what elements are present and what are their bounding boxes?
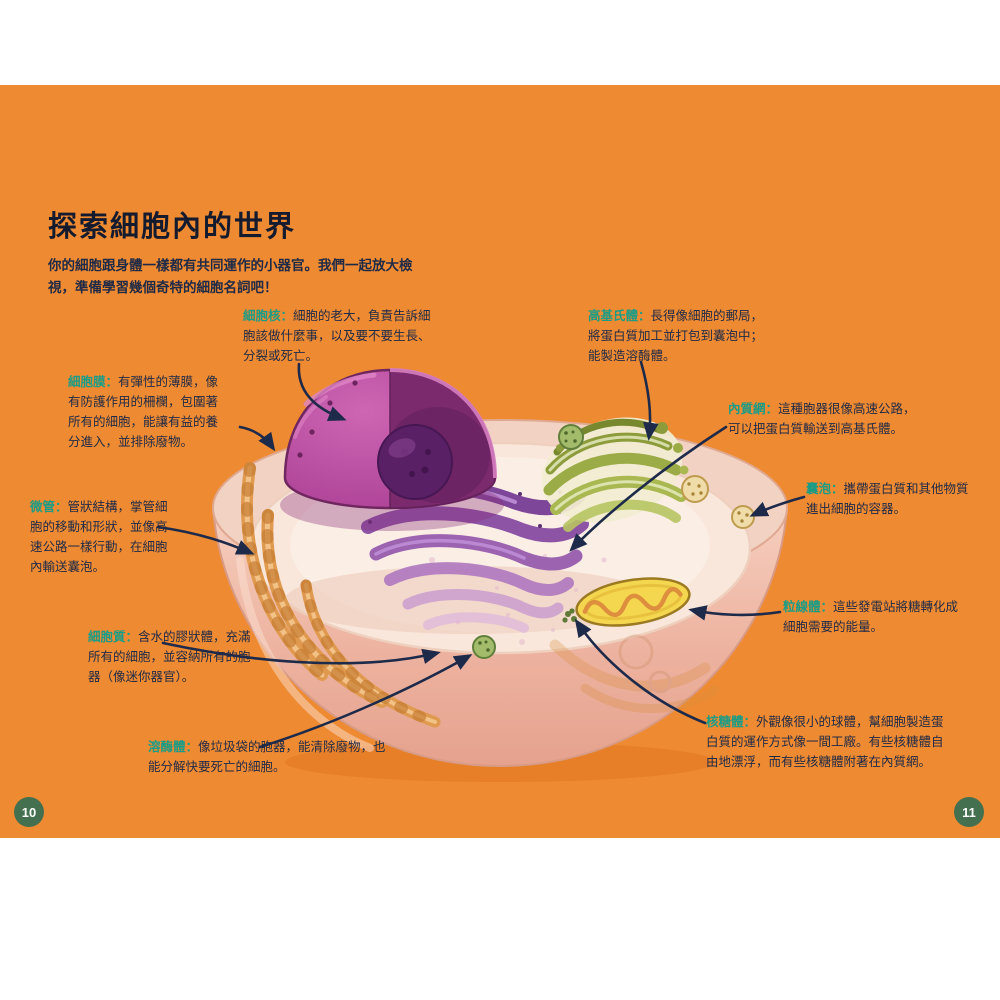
colon: ：	[125, 630, 139, 644]
label-mitochondria: 粒線體：這些發電站將糖轉化成細胞需要的能量。	[783, 597, 965, 637]
label-nucleus: 細胞核：細胞的老大，負責告訴細胞該做什麼事，以及要不要生長、分裂或死亡。	[243, 306, 435, 366]
page-intro: 你的細胞跟身體一樣都有共同運作的小器官。我們一起放大檢視，準備學習幾個奇特的細胞…	[48, 258, 413, 295]
page-number-left: 10	[14, 797, 44, 827]
colon: ：	[831, 482, 844, 496]
label-endoplasmic-reticulum: 內質網：這種胞器很像高速公路，可以把蛋白質輸送到高基氏體。	[728, 399, 924, 439]
organelle-description: 外觀像很小的球體，幫細胞製造蛋白質的運作方式像一間工廠。有些核糖體自由地漂浮，而…	[706, 715, 944, 769]
label-vesicle: 囊泡：攜帶蛋白質和其他物質進出細胞的容器。	[806, 479, 974, 519]
organelle-description: 攜帶蛋白質和其他物質進出細胞的容器。	[806, 482, 969, 516]
colon: ：	[185, 740, 199, 754]
organelle-name: 內質網	[728, 402, 766, 416]
organelle-name: 細胞核	[243, 309, 281, 323]
colon: ：	[638, 309, 651, 323]
organelle-description: 長得像細胞的郵局，將蛋白質加工並打包到囊泡中；能製造溶酶體。	[588, 309, 764, 363]
organelle-description: 細胞的老大，負責告訴細胞該做什麼事，以及要不要生長、分裂或死亡。	[243, 309, 431, 363]
organelle-description: 含水的膠狀體，充滿所有的細胞，並容納所有的胞器（像迷你器官）。	[88, 630, 251, 684]
colon: ：	[280, 309, 294, 323]
organelle-name: 細胞質	[88, 630, 126, 644]
organelle-description: 管狀結構，掌管細胞的移動和形狀，並像高速公路一樣行動，在細胞內輸送囊泡。	[30, 500, 168, 574]
organelle-name: 高基氏體	[588, 309, 639, 323]
organelle-name: 核糖體	[706, 715, 744, 729]
organelle-name: 微管	[30, 500, 56, 514]
colon: ：	[743, 715, 757, 729]
page-title: 探索細胞內的世界	[48, 211, 297, 243]
label-cell-membrane: 細胞膜：有彈性的薄膜，像有防護作用的柵欄，包圍著所有的細胞，能讓有益的養分進入，…	[68, 372, 226, 452]
label-microtubule: 微管：管狀結構，掌管細胞的移動和形狀，並像高速公路一樣行動，在細胞內輸送囊泡。	[30, 497, 175, 577]
organelle-description: 有彈性的薄膜，像有防護作用的柵欄，包圍著所有的細胞，能讓有益的養分進入，並排除廢…	[68, 375, 219, 449]
colon: ：	[105, 375, 119, 389]
label-lysosome: 溶酶體：像垃圾袋的胞器，能清除廢物，也能分解快要死亡的細胞。	[148, 737, 386, 777]
label-cytoplasm: 細胞質：含水的膠狀體，充滿所有的細胞，並容納所有的胞器（像迷你器官）。	[88, 627, 256, 687]
colon: ：	[55, 500, 68, 514]
organelle-name: 細胞膜	[68, 375, 106, 389]
colon: ：	[765, 402, 779, 416]
page-number-right: 11	[954, 797, 984, 827]
organelle-description: 像垃圾袋的胞器，能清除廢物，也能分解快要死亡的細胞。	[148, 740, 386, 774]
label-ribosome: 核糖體：外觀像很小的球體，幫細胞製造蛋白質的運作方式像一間工廠。有些核糖體自由地…	[706, 712, 954, 772]
colon: ：	[820, 600, 834, 614]
label-golgi: 高基氏體：長得像細胞的郵局，將蛋白質加工並打包到囊泡中；能製造溶酶體。	[588, 306, 773, 366]
organelle-name: 囊泡	[806, 482, 832, 496]
organelle-description: 這種胞器很像高速公路，可以把蛋白質輸送到高基氏體。	[728, 402, 916, 436]
organelle-name: 粒線體	[783, 600, 821, 614]
organelle-description: 這些發電站將糖轉化成細胞需要的能量。	[783, 600, 959, 634]
organelle-name: 溶酶體	[148, 740, 186, 754]
